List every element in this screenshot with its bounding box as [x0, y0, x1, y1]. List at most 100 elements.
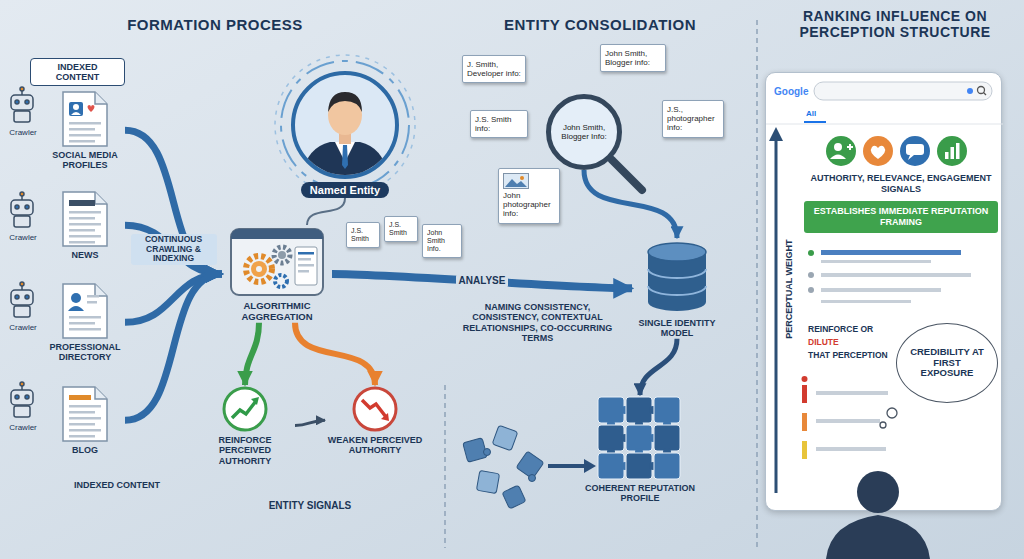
rect-shape — [69, 200, 95, 206]
circle-shape — [20, 87, 24, 91]
document-icon: PROFESSIONAL DIRECTORY — [45, 282, 125, 363]
rect-shape — [906, 144, 924, 155]
node-label: PROFESSIONAL DIRECTORY — [45, 342, 125, 363]
text-label: Crawler — [0, 128, 46, 137]
signal-icon: WEAKEN PERCEIVED AUTHORITY — [325, 385, 425, 456]
node-label: All — [806, 109, 816, 119]
svg-shape — [640, 238, 714, 316]
rect-shape — [802, 441, 807, 459]
text-label: Crawler — [0, 323, 46, 332]
g-shape — [463, 425, 544, 509]
circle-shape — [826, 136, 856, 166]
puzzle-profile: COHERENT REPUTATION PROFILE — [575, 395, 705, 504]
connector-arrow — [295, 420, 325, 425]
text-label: ENTITY SIGNALS — [250, 500, 370, 512]
text-label: REINFORCE OR — [808, 325, 893, 335]
circle-shape — [20, 192, 24, 196]
rect-shape — [598, 397, 624, 423]
icon — [45, 190, 125, 248]
section-heading: FORMATION PROCESS — [60, 16, 370, 33]
rect-shape — [69, 417, 101, 420]
path-shape — [847, 144, 853, 150]
rect-shape — [626, 453, 652, 479]
connector-arrow — [307, 198, 345, 225]
circle-shape — [808, 272, 814, 278]
rect-shape — [956, 143, 960, 159]
rect-shape — [69, 411, 95, 414]
icon — [45, 385, 125, 443]
rect-shape — [626, 397, 652, 423]
rect-shape — [492, 425, 518, 451]
circle-shape — [275, 275, 287, 287]
rect-shape — [69, 223, 101, 226]
icon — [45, 90, 125, 148]
node-label: Google — [774, 86, 808, 98]
line-shape — [984, 93, 987, 96]
circle-shape — [15, 205, 19, 209]
document-card: J.S. Smith info: — [470, 110, 528, 138]
icon — [503, 173, 555, 189]
document-card: John photographer info: — [498, 168, 560, 224]
circle-shape — [900, 136, 930, 166]
rect-shape — [814, 82, 992, 100]
rect-shape — [298, 258, 311, 261]
rect-shape — [821, 288, 941, 292]
connector-arrow — [584, 170, 677, 238]
svg-shape — [227, 225, 327, 299]
rect-shape — [821, 273, 971, 277]
svg-shape — [503, 173, 529, 189]
svg-shape — [59, 190, 111, 248]
node-label: CREDIBILITY AT FIRST EXPOSURE — [909, 347, 985, 380]
rect-shape — [11, 390, 33, 405]
node-label: ESTABLISHES IMMEDIATE REPUTATION FRAMING — [810, 206, 992, 228]
rect-shape — [69, 435, 95, 438]
node-label: ALGORITHMIC AGGREGATION — [222, 301, 332, 323]
document-icon: BLOG — [45, 385, 125, 455]
circle-shape — [937, 136, 967, 166]
rect-shape — [502, 485, 526, 509]
path-shape — [71, 112, 81, 115]
rect-shape — [11, 200, 33, 215]
rect-shape — [298, 270, 309, 273]
node-label: SINGLE IDENTITY MODEL — [632, 318, 722, 339]
circle-shape — [15, 100, 19, 104]
path-shape — [826, 515, 930, 559]
rect-shape — [69, 217, 95, 220]
circle-shape — [529, 475, 536, 482]
connector-arrow — [332, 274, 632, 288]
text-label: NAMING CONSISTENCY, CONSISTENCY, CONTEXT… — [455, 302, 620, 343]
circle-shape — [256, 266, 262, 272]
path-shape — [88, 105, 95, 112]
rect-shape — [69, 122, 101, 125]
node-label: J. Smith, Developer info: — [467, 60, 521, 78]
line-shape — [756, 20, 758, 548]
path-shape — [231, 229, 323, 239]
rect-shape — [69, 229, 95, 232]
icon — [632, 238, 722, 316]
rect-shape — [11, 95, 33, 110]
browser-window: GoogleAllAUTHORITY, RELEVANCE, ENGAGEMEN… — [765, 72, 1002, 511]
document-card: J.S., photographer info: — [662, 100, 724, 138]
circle-shape — [967, 88, 973, 94]
node-label: J.S. Smith — [389, 221, 413, 237]
rect-shape — [69, 241, 95, 244]
rect-shape — [598, 425, 624, 451]
icon — [222, 225, 332, 299]
circle-shape — [354, 388, 396, 430]
node-label: John Smith, Blogger info: — [605, 49, 661, 67]
circle-shape — [978, 87, 985, 94]
text-label: INDEXED CONTENT — [62, 480, 172, 490]
rect-shape — [654, 453, 680, 479]
rect-shape — [69, 128, 95, 131]
icon — [45, 282, 125, 340]
circle-shape — [25, 395, 29, 399]
node-label: WEAKEN PERCEIVED AUTHORITY — [325, 435, 425, 456]
rect-shape — [14, 111, 30, 122]
badge-box: INDEXED CONTENT — [30, 58, 125, 86]
document-card: J.S. Smith — [384, 216, 418, 242]
database-cylinder: SINGLE IDENTITY MODEL — [632, 238, 722, 339]
document-icon: NEWS — [45, 190, 125, 260]
rect-shape — [821, 250, 961, 255]
rect-shape — [802, 413, 807, 431]
